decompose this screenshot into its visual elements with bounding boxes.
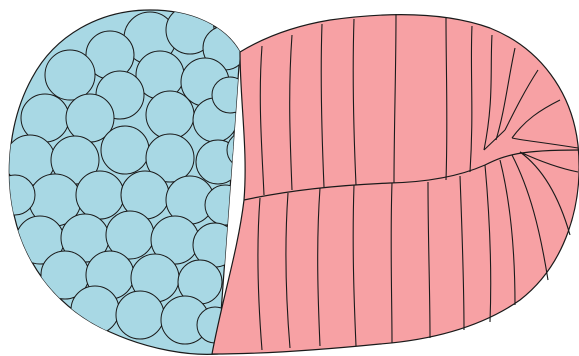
pink-cell-mass <box>212 14 579 354</box>
round-cell <box>116 291 164 339</box>
round-cell <box>71 286 119 334</box>
round-cell <box>205 185 245 225</box>
round-cells <box>0 6 263 344</box>
round-cell <box>45 50 95 100</box>
round-cell <box>101 126 149 174</box>
round-cell <box>146 91 194 139</box>
round-cell <box>76 171 124 219</box>
round-cell <box>0 175 35 215</box>
